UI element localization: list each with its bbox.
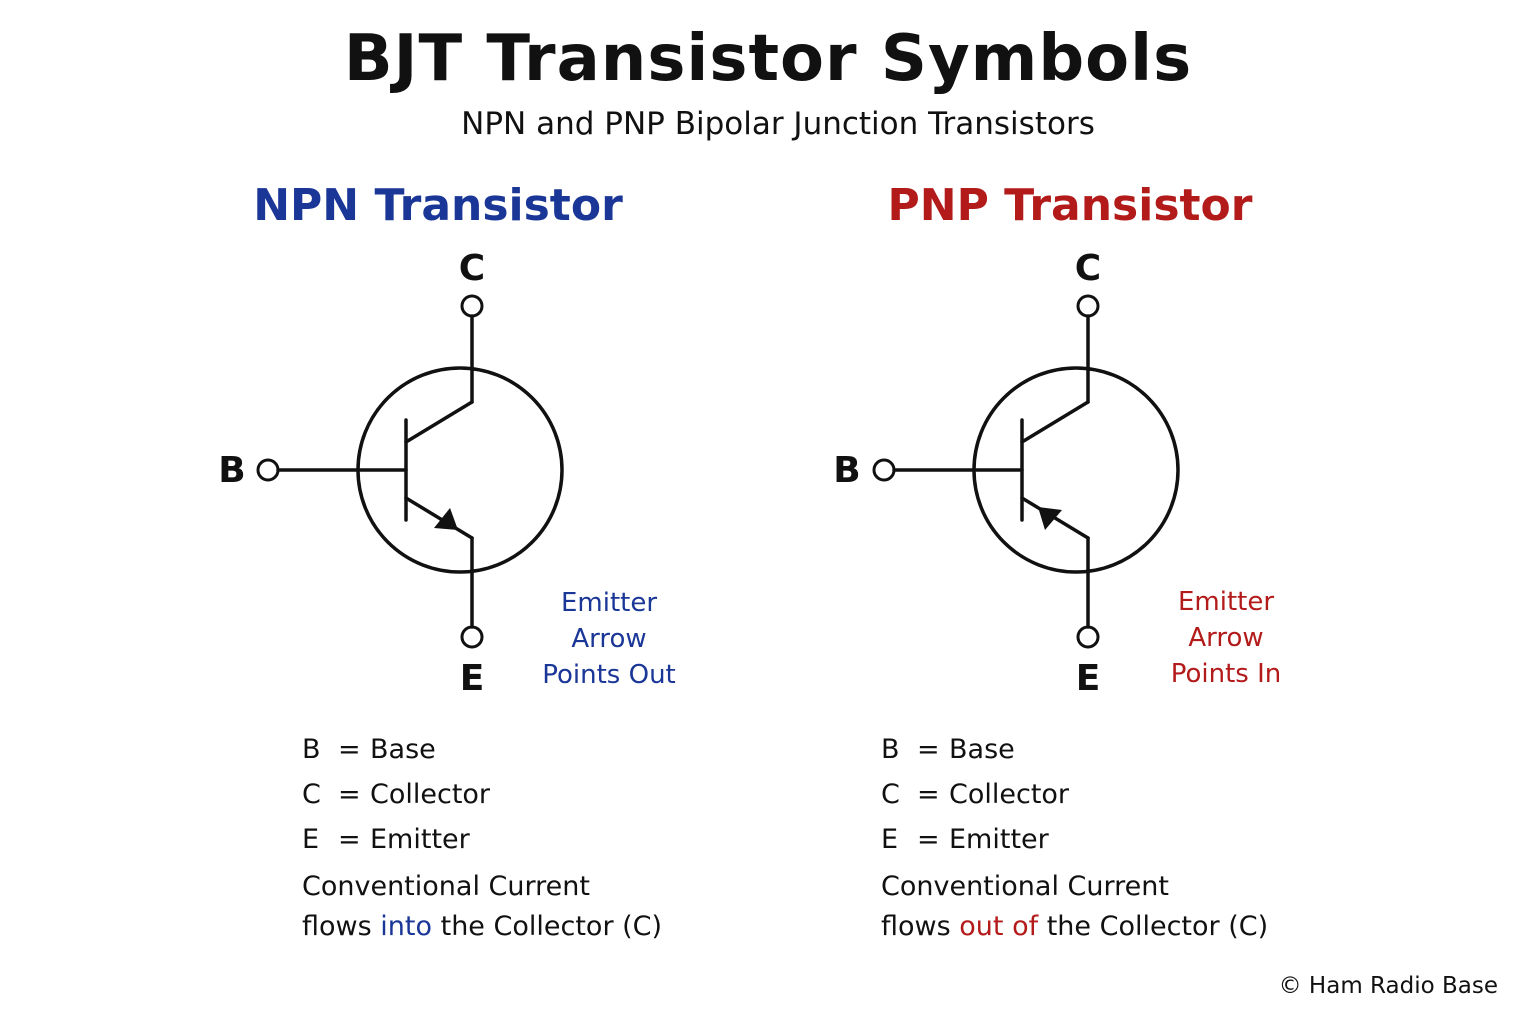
legend-key: C (302, 779, 321, 810)
npn-current-line1: Conventional Current (302, 871, 590, 902)
copyright-footer: © Ham Radio Base (1278, 973, 1498, 999)
legend-row: B = Base (881, 732, 1268, 777)
legend-equals: = (917, 779, 940, 810)
legend-row: E = Emitter (881, 822, 1268, 867)
npn-collector-label: C (458, 248, 486, 289)
pnp-current-post: the Collector (C) (1046, 911, 1269, 942)
legend-value: Base (370, 734, 436, 765)
legend-key: C (881, 779, 900, 810)
npn-collector-terminal (460, 294, 484, 318)
pnp-note-line: Points In (1170, 659, 1282, 689)
npn-legend: B = Base C = Collector E = Emitter Conventiona… (302, 732, 662, 947)
pnp-collector-diagonal (1020, 400, 1090, 444)
pnp-current-line2: flows out of the Collector (C) (881, 907, 1268, 947)
pnp-emitter-terminal (1076, 625, 1100, 649)
legend-value: Collector (370, 779, 491, 810)
page-subtitle: NPN and PNP Bipolar Junction Transistors (461, 106, 1095, 142)
npn-symbol (256, 294, 564, 649)
pnp-note-line: Emitter (1177, 587, 1275, 617)
npn-current-highlight: into (380, 911, 433, 942)
npn-current-post: the Collector (C) (440, 911, 663, 942)
npn-emitter-diagonal (404, 496, 474, 540)
page-title: BJT Transistor Symbols (343, 22, 1193, 96)
legend-key: B (881, 734, 900, 765)
legend-key: B (302, 734, 321, 765)
legend-equals: = (338, 779, 361, 810)
legend-row: C = Collector (881, 777, 1268, 822)
pnp-current-line1: Conventional Current (881, 871, 1169, 902)
pnp-collector-label: C (1074, 248, 1102, 289)
npn-note-line: Arrow (571, 624, 647, 654)
legend-value: Base (949, 734, 1015, 765)
npn-emitter-terminal (460, 625, 484, 649)
legend-equals: = (338, 734, 361, 765)
npn-note-line: Emitter (560, 588, 658, 618)
legend-key: E (302, 824, 320, 855)
pnp-legend: B = Base C = Collector E = Emitter Conventiona… (881, 732, 1268, 947)
legend-value: Emitter (949, 824, 1049, 855)
legend-value: Emitter (370, 824, 470, 855)
pnp-emitter-label: E (1075, 658, 1101, 699)
legend-equals: = (338, 824, 361, 855)
legend-equals: = (917, 734, 940, 765)
pnp-symbol (872, 294, 1180, 649)
legend-equals: = (917, 824, 940, 855)
npn-note-line: Points Out (542, 660, 676, 690)
npn-emitter-label: E (459, 658, 485, 699)
pnp-emitter-note: Emitter Arrow Points In (1116, 584, 1336, 692)
npn-emitter-note: Emitter Arrow Points Out (499, 585, 719, 693)
legend-row: C = Collector (302, 777, 662, 822)
npn-current-pre: flows (302, 911, 372, 942)
legend-row: E = Emitter (302, 822, 662, 867)
pnp-current-highlight: out of (959, 911, 1039, 942)
pnp-collector-terminal (1076, 294, 1100, 318)
npn-base-label: B (218, 450, 246, 491)
npn-current-line2: flows into the Collector (C) (302, 907, 662, 947)
pnp-current-pre: flows (881, 911, 951, 942)
legend-value: Collector (949, 779, 1070, 810)
npn-collector-diagonal (404, 400, 474, 444)
pnp-panel-title: PNP Transistor (887, 180, 1253, 231)
legend-row: B = Base (302, 732, 662, 777)
pnp-base-terminal (872, 458, 896, 482)
npn-panel-title: NPN Transistor (253, 180, 623, 231)
npn-emitter-arrow-out (434, 508, 458, 530)
pnp-base-label: B (833, 450, 861, 491)
pnp-note-line: Arrow (1188, 623, 1264, 653)
legend-key: E (881, 824, 899, 855)
pnp-emitter-arrow-in (1038, 507, 1062, 530)
